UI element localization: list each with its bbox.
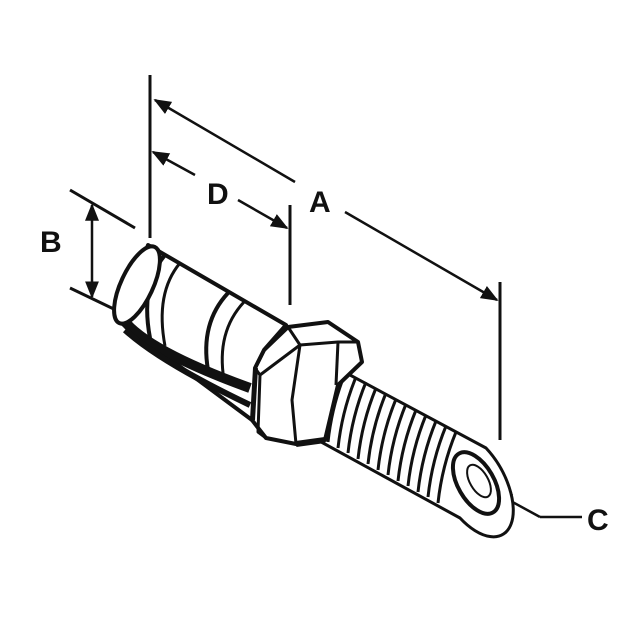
extension-line-b-top — [69, 188, 136, 230]
threaded-shank — [290, 358, 515, 539]
smooth-shank — [112, 243, 288, 422]
extension-line-b-bottom — [69, 286, 121, 314]
thread-tip-chamfer — [466, 463, 492, 499]
dimension-a — [153, 98, 499, 302]
thread-lines — [316, 365, 458, 504]
label-a: A — [309, 186, 331, 219]
label-b: B — [40, 226, 62, 259]
dimension-a-line-left — [153, 98, 296, 184]
label-d: D — [207, 178, 229, 211]
groove-ring-4 — [220, 300, 246, 381]
dimension-a-line-right — [344, 210, 499, 302]
label-c: C — [587, 504, 609, 537]
thread-tip-face — [450, 450, 502, 516]
extension-lines — [69, 75, 502, 440]
dimension-d-line-left — [151, 150, 196, 177]
dimension-d-line-right — [237, 198, 289, 230]
groove-ring-3 — [204, 291, 230, 371]
stud — [112, 243, 515, 539]
groove-ring-2 — [160, 262, 182, 347]
head-end-face — [112, 244, 162, 326]
dimension-d — [151, 150, 289, 230]
